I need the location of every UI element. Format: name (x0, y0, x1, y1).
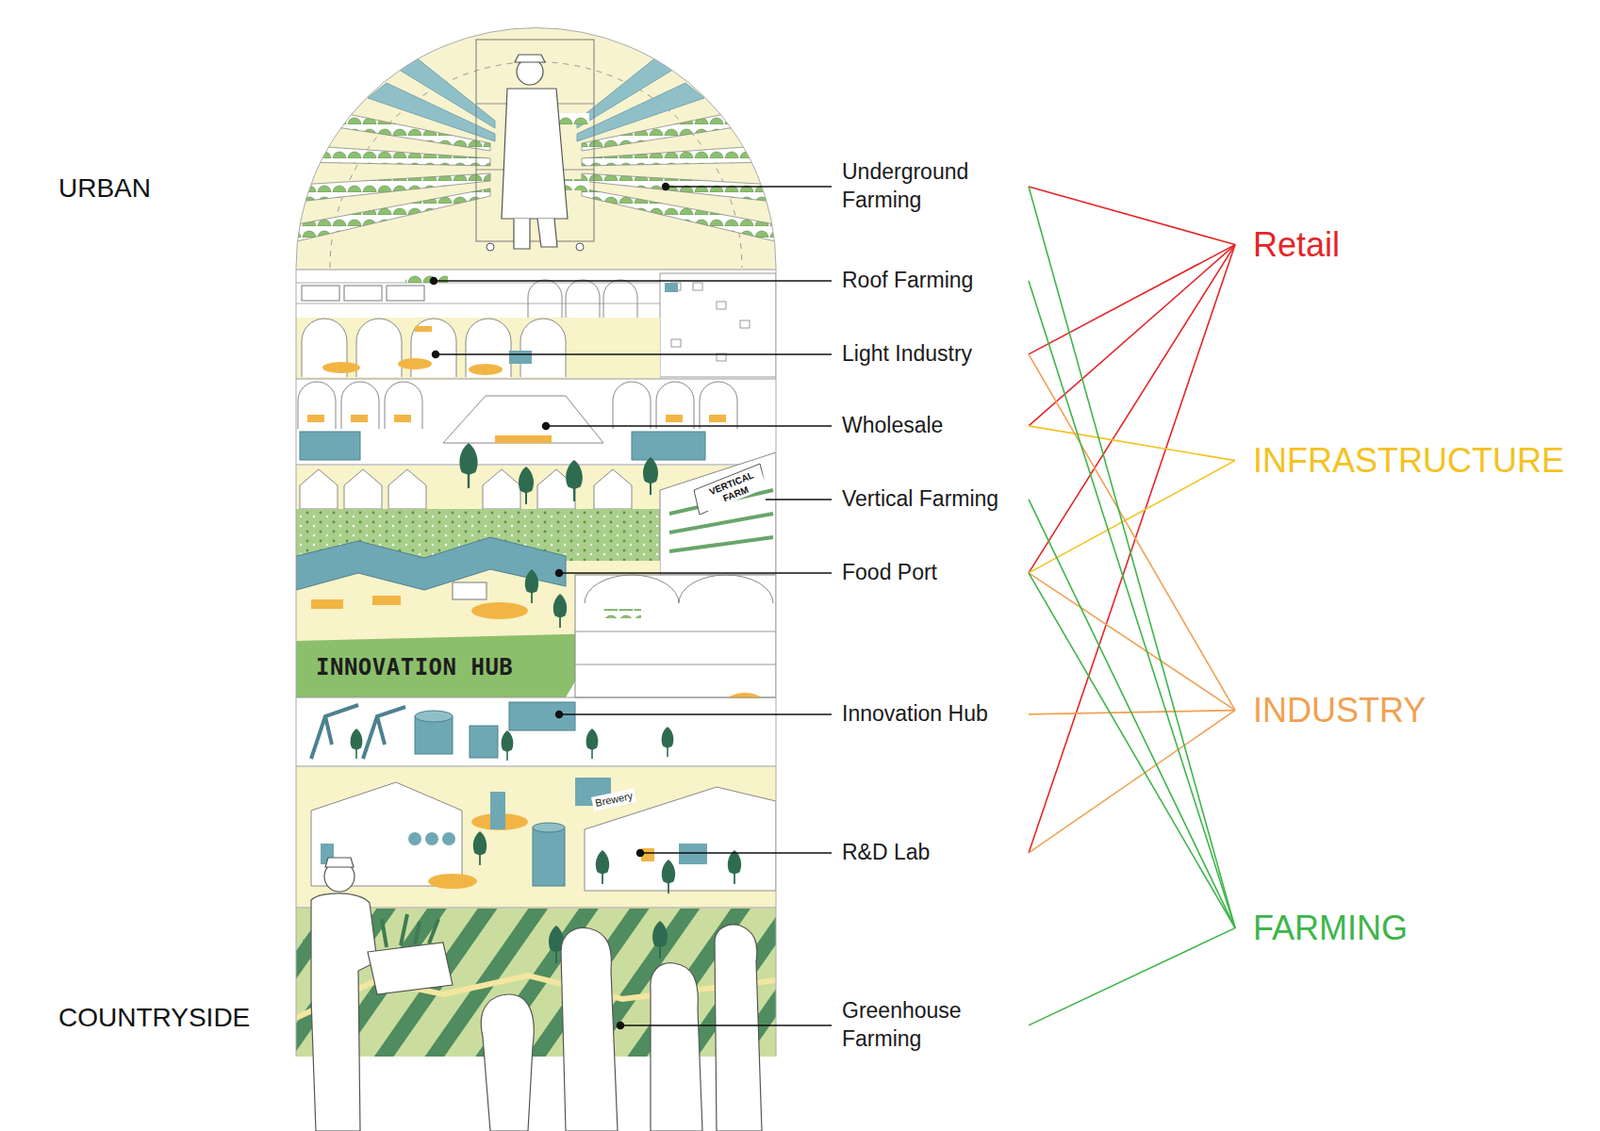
region-label: URBAN (58, 173, 151, 204)
component-text: Light Industry (841, 340, 1029, 369)
sign-text: VERTICAL FARM (699, 465, 768, 512)
component-label: Greenhouse Farming (841, 997, 1029, 1055)
component-text: Food Port (841, 559, 1029, 588)
category-text: Retail (1253, 224, 1340, 265)
sign-text: INNOVATION HUB (315, 655, 513, 682)
component-label: Wholesale (841, 412, 1029, 441)
connector-line (1028, 928, 1236, 1026)
connector-line (1028, 426, 1236, 462)
category-label: FARMING (1235, 907, 1412, 949)
leader-lines (430, 183, 833, 1030)
component-label: Light Industry (841, 340, 1029, 369)
connector-line (1028, 280, 1236, 929)
category-label: INDUSTRY (1235, 690, 1430, 731)
category-label: INFRASTRUCTURE (1235, 440, 1568, 481)
component-text: Innovation Hub (841, 700, 1029, 729)
component-text: Roof Farming (841, 266, 1029, 296)
connector-line (1028, 573, 1236, 711)
component-text: Wholesale (841, 412, 1029, 441)
component-text: R&D Lab (841, 839, 1029, 868)
component-text: Greenhouse Farming (841, 997, 1029, 1055)
region-label: COUNTRYSIDE (58, 1003, 250, 1034)
component-label: Vertical Farming (841, 485, 1029, 514)
component-label: Underground Farming (841, 158, 1029, 215)
category-label: Retail (1235, 224, 1344, 265)
connector-line (1028, 245, 1236, 854)
connector-line (1028, 573, 1236, 929)
connector-line (1028, 186, 1236, 246)
component-text: Underground Farming (841, 158, 1029, 215)
component-label: Roof Farming (841, 266, 1029, 296)
component-label: Food Port (841, 559, 1029, 588)
sign-text: Brewery (591, 788, 637, 811)
component-label: Innovation Hub (841, 700, 1029, 729)
people-figures (311, 857, 762, 1131)
connector-line (1028, 354, 1236, 711)
connector-line (1028, 499, 1236, 929)
connector-line (1028, 186, 1236, 929)
component-label: R&D Lab (841, 839, 1029, 868)
category-text: INFRASTRUCTURE (1253, 440, 1565, 481)
category-text: FARMING (1253, 907, 1408, 949)
component-text: Vertical Farming (841, 485, 1029, 514)
category-text: INDUSTRY (1253, 690, 1426, 731)
